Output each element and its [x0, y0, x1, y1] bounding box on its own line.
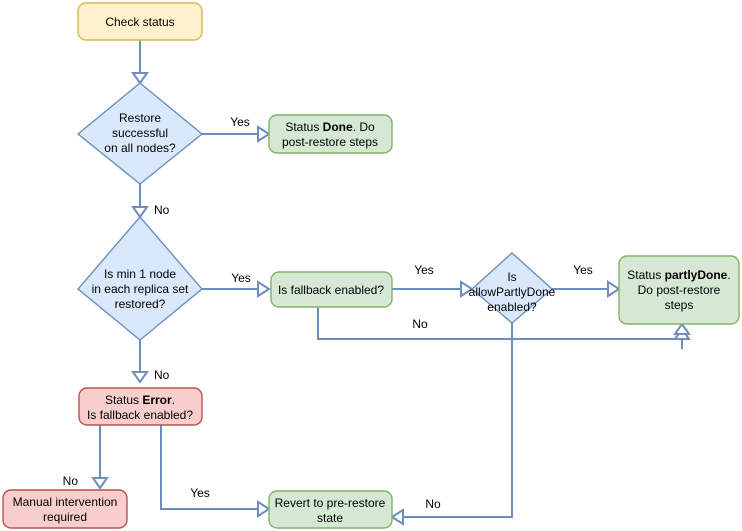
manual-intervention-label-line2: required [43, 510, 87, 524]
min-one-node-label-line2: in each replica set [92, 282, 189, 296]
allow-partly-done-label-line1: Is [507, 270, 516, 284]
manual-intervention-shape[interactable] [2, 489, 128, 529]
edge-label-restore-yes: Yes [230, 115, 250, 129]
allow-partly-done-label-line3: enabled? [487, 300, 537, 314]
edge-is-fallback-enabled-to-status-partly-done: No [317, 307, 691, 349]
restore-successful-shape[interactable] [76, 82, 204, 185]
edge-restore-successful-to-min-one-node: No [131, 184, 170, 219]
status-error-label-line1: Status Error. [105, 393, 175, 407]
restore-successful-label-line2: successful [112, 126, 168, 140]
min-one-node-label-line3: restored? [115, 297, 166, 311]
status-done-shape[interactable] [268, 114, 393, 154]
allow-partly-done-label-line2: allowPartlyDone [469, 285, 556, 299]
status-done-suffix: . Do [353, 120, 375, 134]
edge-label-fallback-no: No [412, 317, 428, 331]
restore-successful-label-line1: Restore [119, 111, 161, 125]
status-done-label-line1: Status Done. Do [285, 120, 375, 134]
revert-pre-restore-label-line1: Revert to pre-restore [275, 496, 386, 510]
edge-label-minnode-no: No [154, 368, 170, 382]
status-error-bold: Error [142, 393, 172, 407]
edge-is-fallback-enabled-to-allow-partly-done: Yes [392, 263, 474, 298]
status-partly-bold: partlyDone [665, 268, 728, 282]
node-is-fallback-enabled[interactable]: Is fallback enabled? [270, 271, 393, 308]
edge-allow-partly-done-to-status-partly-done: Yes [552, 263, 621, 298]
status-partly-done-shape[interactable] [618, 255, 740, 325]
node-min-one-node[interactable]: Is min 1 node in each replica set restor… [77, 215, 203, 341]
edge-label-minnode-yes: Yes [231, 271, 251, 285]
node-manual-intervention[interactable]: Manual intervention required [2, 489, 128, 529]
status-error-label-line2: Is fallback enabled? [87, 408, 193, 422]
status-done-bold: Done [323, 120, 353, 134]
edge-status-error-to-revert-pre-restore: Yes [160, 425, 271, 518]
status-partly-done-label-line1: Status partlyDone. [627, 268, 730, 282]
check-status-shape[interactable] [77, 2, 203, 41]
node-check-status[interactable]: Check status [77, 2, 203, 41]
edge-label-partly-no: No [425, 497, 441, 511]
node-allow-partly-done[interactable]: Is allowPartlyDone enabled? [469, 252, 556, 324]
edge-label-restore-no: No [154, 203, 170, 217]
revert-pre-restore-label-line2: state [317, 511, 343, 525]
status-partly-done-label-line3: steps [665, 298, 694, 312]
edge-min-one-node-to-status-error: No [131, 340, 170, 384]
allow-partly-done-shape[interactable] [470, 252, 554, 324]
edge-label-error-yes: Yes [190, 486, 210, 500]
revert-pre-restore-shape[interactable] [268, 490, 393, 529]
status-partly-done-label-line2: Do post-restore [638, 283, 721, 297]
status-error-suffix: . [172, 393, 175, 407]
status-error-shape[interactable] [78, 387, 203, 426]
min-one-node-label-line1: Is min 1 node [104, 267, 176, 281]
edge-min-one-node-to-is-fallback-enabled: Yes [202, 271, 271, 298]
manual-intervention-label-line1: Manual intervention [13, 495, 118, 509]
edge-label-error-no: No [63, 474, 79, 488]
edge-restore-successful-to-status-done: Yes [202, 115, 271, 143]
edge-allow-partly-done-to-revert-pre-restore: No [390, 323, 513, 526]
edge-label-partly-yes: Yes [573, 263, 593, 277]
edge-status-error-to-manual-intervention: No [63, 425, 109, 490]
check-status-label: Check status [105, 15, 174, 29]
status-done-prefix: Status [285, 120, 322, 134]
is-fallback-enabled-shape[interactable] [270, 271, 393, 308]
status-partly-prefix: Status [627, 268, 664, 282]
node-status-done[interactable]: Status Done. Do post-restore steps [268, 114, 393, 154]
restore-successful-label-line3: on all nodes? [104, 141, 176, 155]
node-status-partly-done[interactable]: Status partlyDone. Do post-restore steps [618, 255, 740, 325]
status-partly-suffix: . [727, 268, 730, 282]
is-fallback-enabled-label: Is fallback enabled? [278, 283, 384, 297]
status-error-prefix: Status [105, 393, 142, 407]
node-status-error[interactable]: Status Error. Is fallback enabled? [78, 387, 203, 426]
edge-label-fallback-yes: Yes [414, 263, 434, 277]
edge-group: Yes No Yes No Yes [63, 40, 691, 526]
edge-check-status-to-restore-successful [131, 40, 149, 85]
min-one-node-shape[interactable] [77, 215, 203, 341]
node-revert-pre-restore[interactable]: Revert to pre-restore state [268, 490, 393, 529]
node-restore-successful[interactable]: Restore successful on all nodes? [76, 82, 204, 185]
status-done-label-line2: post-restore steps [282, 135, 378, 149]
